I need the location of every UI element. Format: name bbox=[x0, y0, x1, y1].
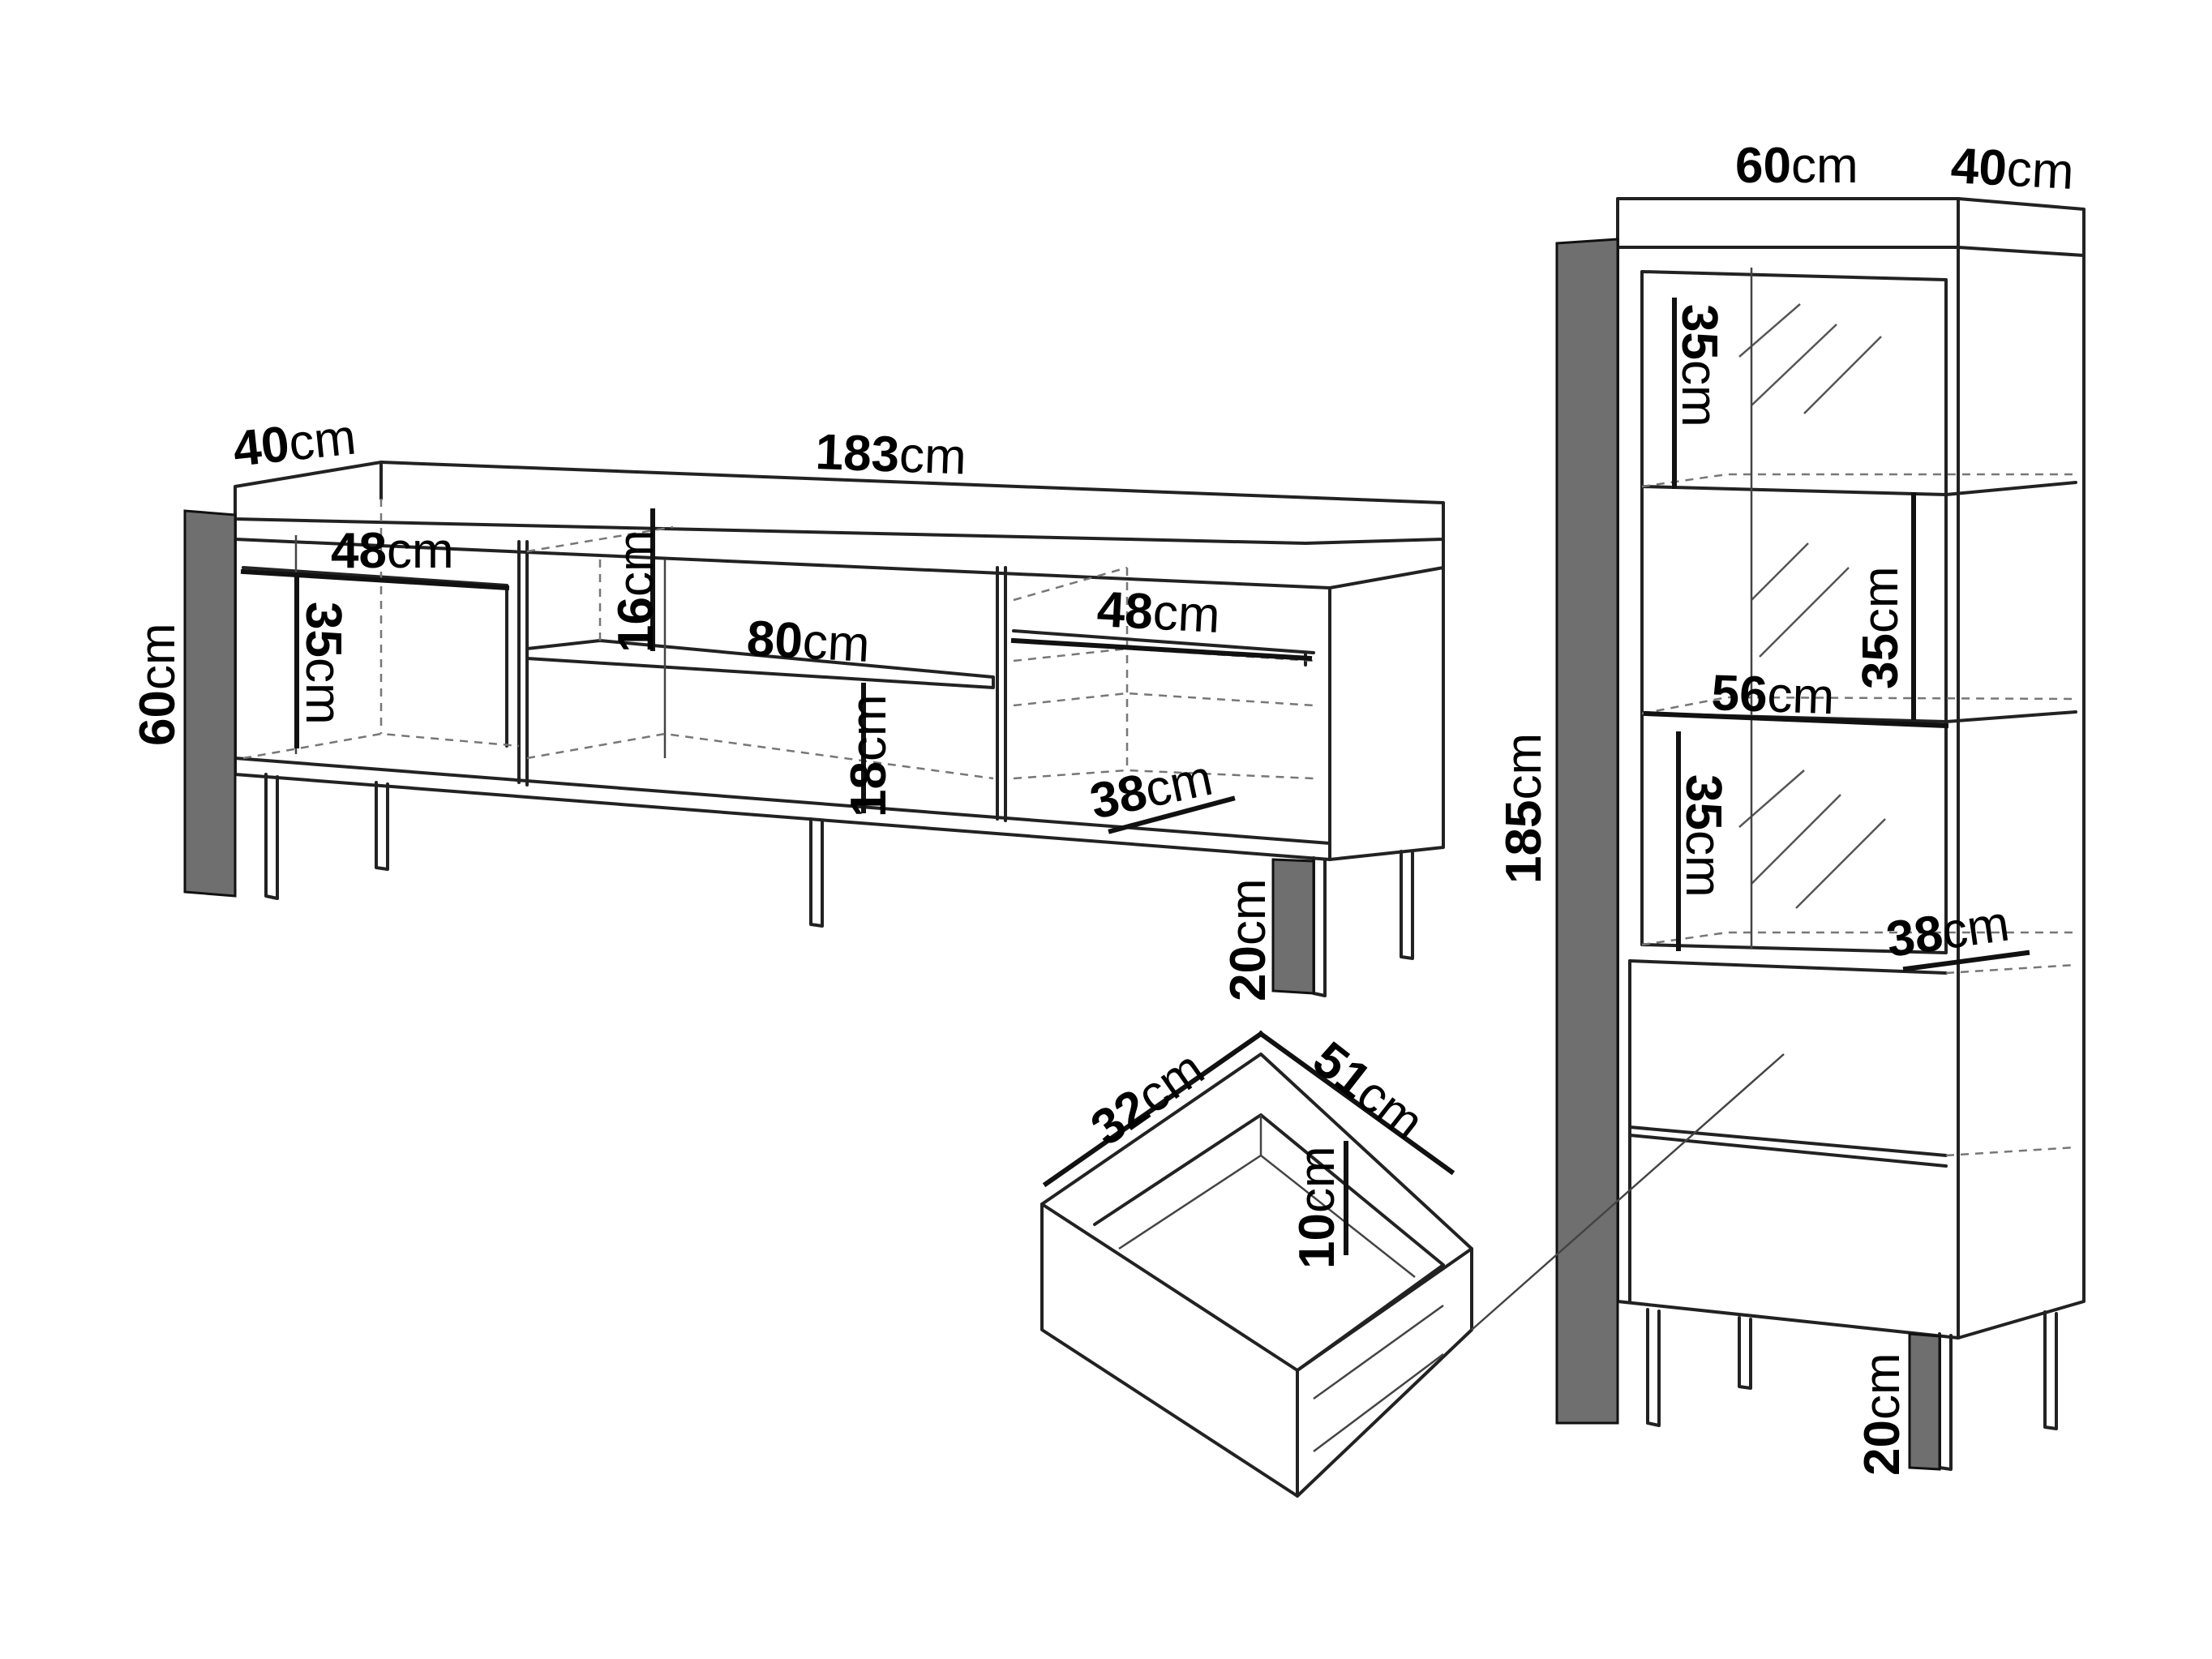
label-vitrine-shelf-width: 56cm bbox=[1711, 665, 1836, 725]
dimension-labels: 40cm 183cm 60cm 48cm 35cm 16cm 80cm 18cm… bbox=[130, 138, 2075, 1476]
label-tv-middle-shelf-height: 18cm bbox=[841, 694, 897, 817]
label-tv-width: 183cm bbox=[815, 424, 967, 485]
tv-dimension-bars bbox=[183, 508, 1315, 995]
label-tv-drawer-width-right: 48cm bbox=[1095, 581, 1221, 644]
vitrine-dimension-bars bbox=[1555, 238, 2030, 1471]
label-drawer-height: 10cm bbox=[1289, 1146, 1345, 1269]
label-vitrine-shelf-height-top: 35cm bbox=[1671, 304, 1727, 427]
label-vitrine-width: 60cm bbox=[1735, 138, 1858, 194]
label-drawer-width: 32cm bbox=[1081, 1040, 1214, 1156]
label-tv-middle-width: 80cm bbox=[745, 611, 871, 673]
label-vitrine-shelf-height-bottom: 35cm bbox=[1675, 774, 1731, 898]
label-drawer-depth: 51cm bbox=[1302, 1031, 1434, 1151]
label-vitrine-shelf-height-middle: 35cm bbox=[1853, 566, 1909, 689]
label-tv-height: 60cm bbox=[130, 623, 186, 746]
label-tv-shelf-height-left: 35cm bbox=[295, 602, 351, 725]
label-tv-drawer-width-left: 48cm bbox=[331, 523, 454, 579]
label-vitrine-leg-height: 20cm bbox=[1854, 1352, 1910, 1476]
label-vitrine-height: 185cm bbox=[1496, 733, 1552, 884]
label-vitrine-depth: 40cm bbox=[1949, 138, 2075, 200]
label-tv-shelf-depth: 38cm bbox=[1086, 750, 1218, 830]
label-tv-top-shelf-height: 16cm bbox=[608, 529, 664, 653]
label-tv-leg-height: 20cm bbox=[1220, 878, 1276, 1001]
drawer-detail bbox=[1040, 1030, 1785, 1498]
label-vitrine-shelf-depth: 38cm bbox=[1883, 895, 2013, 967]
label-tv-depth: 40cm bbox=[230, 409, 358, 477]
